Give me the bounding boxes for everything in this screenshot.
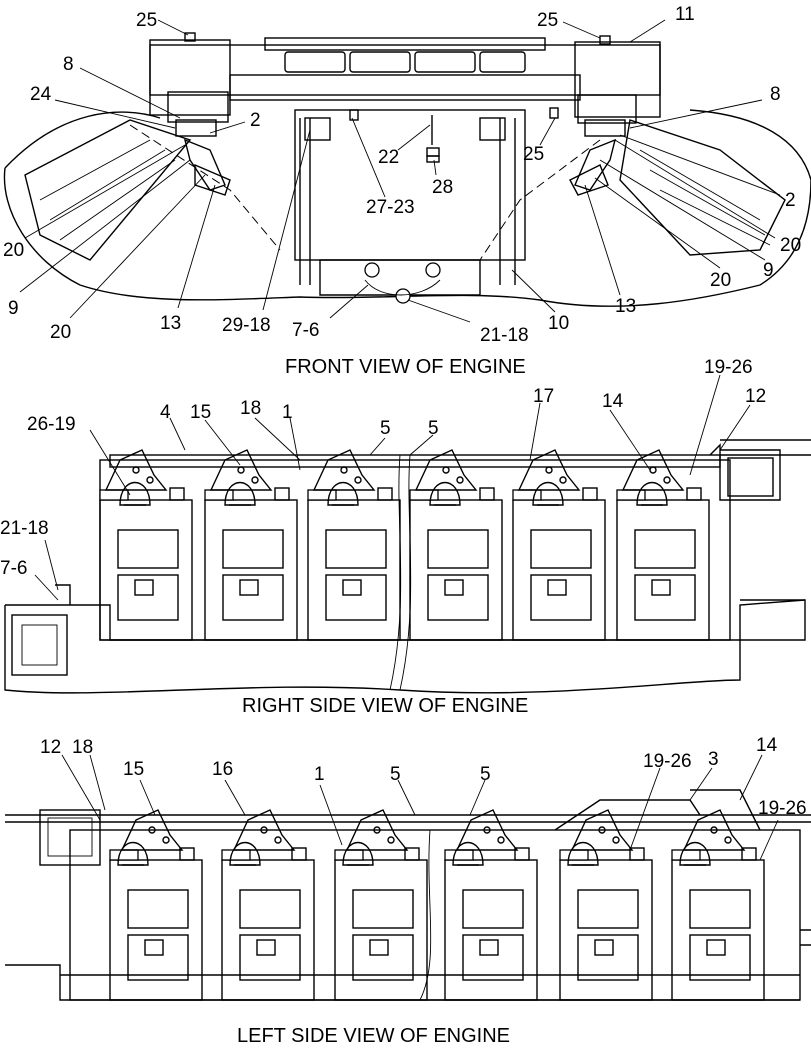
callout-18: 18: [72, 737, 93, 758]
callout-5: 5: [428, 418, 439, 439]
callout-2: 2: [250, 110, 261, 131]
callout-17: 17: [533, 386, 554, 407]
left-side-cylinder-row: [109, 809, 765, 1001]
callout-20: 20: [780, 235, 801, 256]
left-callout-labels: 12 18 15 16 1 5 5 19-26 3 14 19-26: [40, 735, 807, 819]
front-leaders: [19, 19, 781, 323]
callout-7-6: 7-6: [292, 320, 319, 341]
cylinder-assembly: [616, 449, 710, 641]
callout-13: 13: [160, 313, 181, 334]
front-view-caption: FRONT VIEW OF ENGINE: [285, 356, 526, 378]
callout-22: 22: [378, 147, 399, 168]
callout-27-23: 27-23: [366, 197, 415, 218]
left-side-view-caption: LEFT SIDE VIEW OF ENGINE: [237, 1025, 510, 1047]
left-leaders: [61, 754, 779, 1001]
callout-25: 25: [523, 144, 544, 165]
callout-14: 14: [602, 391, 624, 412]
callout-11: 11: [675, 4, 695, 25]
callout-1: 1: [282, 402, 293, 423]
cylinder-assembly: [204, 449, 298, 641]
callout-8: 8: [770, 84, 781, 105]
callout-20: 20: [3, 240, 24, 261]
right-side-view-caption: RIGHT SIDE VIEW OF ENGINE: [242, 695, 528, 717]
callout-13: 13: [615, 296, 636, 317]
cylinder-assembly: [671, 809, 765, 1001]
front-callout-labels: 25 11 25 8 8 24 2 22 25 28 27-23 2 20 20…: [3, 4, 801, 346]
cylinder-assembly: [444, 809, 538, 1001]
callout-28: 28: [432, 177, 453, 198]
callout-5: 5: [390, 764, 401, 785]
right-leaders: [34, 374, 751, 691]
cylinder-assembly: [99, 449, 193, 641]
callout-18: 18: [240, 398, 261, 419]
callout-21-18: 21-18: [480, 325, 529, 346]
callout-10: 10: [548, 313, 569, 334]
callout-3: 3: [708, 749, 719, 770]
callout-4: 4: [160, 402, 171, 423]
cylinder-assembly: [512, 449, 606, 641]
callout-29-18: 29-18: [222, 315, 271, 336]
callout-15: 15: [190, 402, 211, 423]
left-side-view-drawing: [5, 789, 811, 1001]
callout-19-26: 19-26: [643, 751, 692, 772]
callout-20: 20: [710, 270, 731, 291]
callout-5: 5: [480, 764, 491, 785]
callout-12: 12: [40, 737, 61, 758]
callout-16: 16: [212, 759, 233, 780]
callout-8: 8: [63, 54, 74, 75]
callout-2: 2: [785, 190, 796, 211]
callout-24: 24: [30, 84, 52, 105]
callout-9: 9: [8, 298, 19, 319]
callout-25: 25: [136, 10, 157, 31]
callout-7-6: 7-6: [0, 558, 27, 579]
cylinder-assembly: [334, 809, 428, 1001]
callout-9: 9: [763, 260, 774, 281]
cylinder-assembly: [221, 809, 315, 1001]
cylinder-assembly: [409, 449, 503, 641]
callout-26-19: 26-19: [27, 414, 76, 435]
right-side-cylinder-row: [99, 449, 710, 641]
cylinder-assembly: [307, 449, 401, 641]
callout-5: 5: [380, 418, 391, 439]
callout-21-18: 21-18: [0, 518, 49, 539]
cylinder-assembly: [559, 809, 653, 1001]
callout-19-26: 19-26: [704, 357, 753, 378]
front-view-drawing: [3, 32, 811, 307]
right-callout-labels: 4 15 18 1 5 5 17 14 19-26 12 26-19 21-18…: [0, 357, 766, 579]
callout-12: 12: [745, 386, 766, 407]
callout-25: 25: [537, 10, 558, 31]
callout-20: 20: [50, 322, 71, 343]
right-side-view-drawing: [4, 439, 811, 694]
callout-19-26: 19-26: [758, 798, 807, 819]
cylinder-assembly: [109, 809, 203, 1001]
callout-14: 14: [756, 735, 778, 756]
callout-1: 1: [314, 764, 325, 785]
callout-15: 15: [123, 759, 144, 780]
